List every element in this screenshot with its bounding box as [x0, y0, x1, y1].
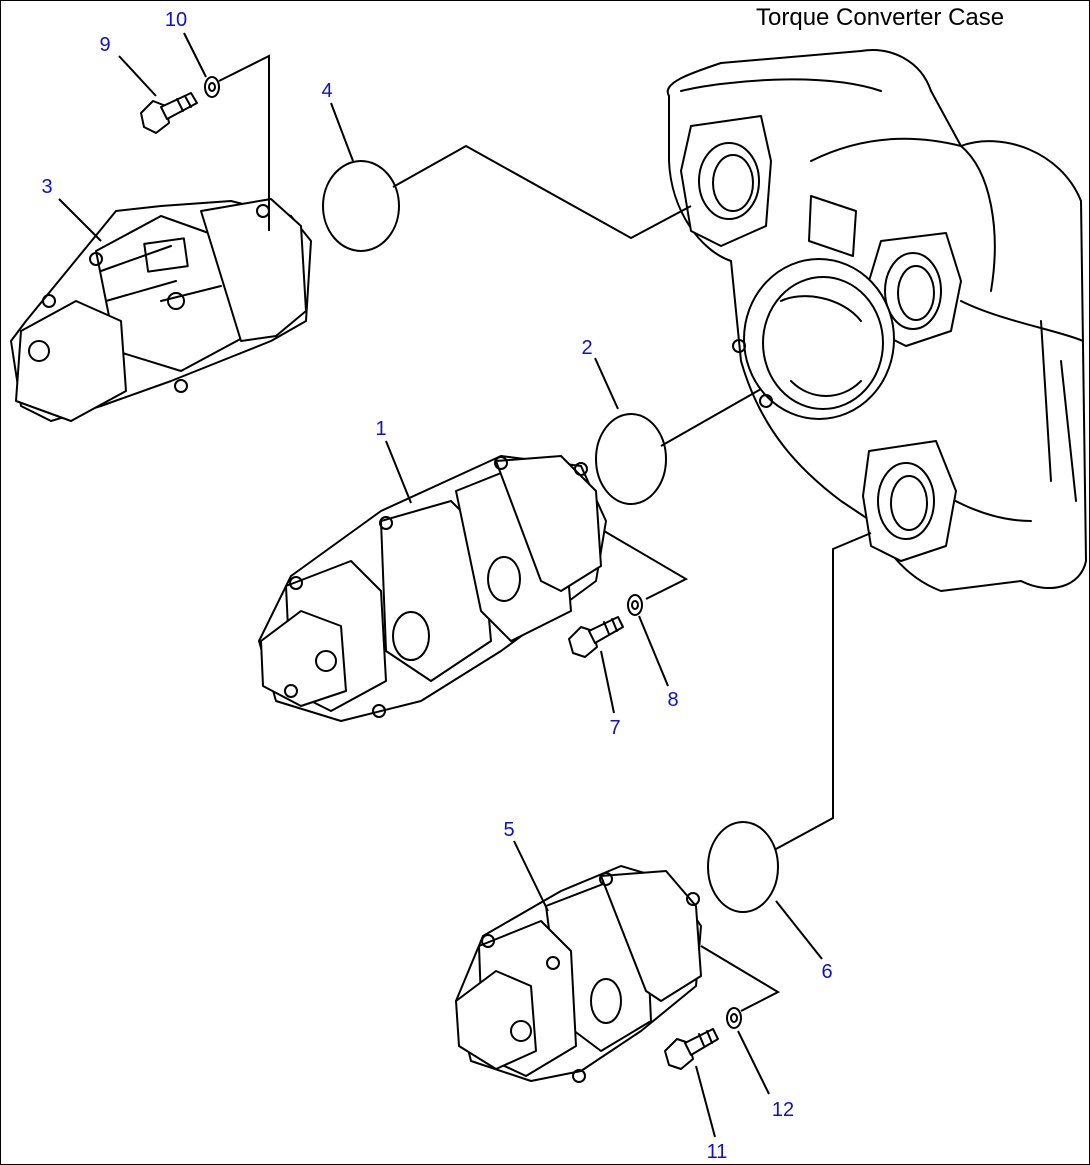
callout-8: 8: [667, 689, 678, 711]
o-ring-4: [322, 160, 400, 252]
washer-8: [627, 594, 643, 616]
callout-10: 10: [165, 9, 187, 31]
torque-converter-case: [666, 49, 1087, 592]
diagram-title: Torque Converter Case: [756, 4, 1004, 31]
pump-3: [10, 198, 312, 422]
callout-5: 5: [503, 819, 514, 841]
callout-3: 3: [41, 176, 52, 198]
callout-9: 9: [99, 34, 110, 56]
o-ring-6: [707, 821, 779, 913]
washer-10: [204, 76, 220, 98]
pump-5: [455, 865, 702, 1083]
callout-12: 12: [772, 1099, 794, 1121]
callout-4: 4: [321, 80, 332, 102]
callout-2: 2: [581, 337, 592, 359]
callout-leaders: [58, 32, 823, 1138]
bolt-9: [140, 92, 198, 134]
washer-12: [726, 1007, 742, 1029]
pump-1: [258, 455, 607, 722]
assembly-lines: [218, 54, 872, 1012]
callout-6: 6: [821, 961, 832, 983]
bolt-11: [664, 1028, 719, 1070]
callout-7: 7: [609, 717, 620, 739]
bolt-7: [568, 616, 624, 658]
o-ring-2: [595, 413, 667, 505]
callout-11: 11: [707, 1141, 728, 1163]
callout-1: 1: [375, 418, 386, 440]
